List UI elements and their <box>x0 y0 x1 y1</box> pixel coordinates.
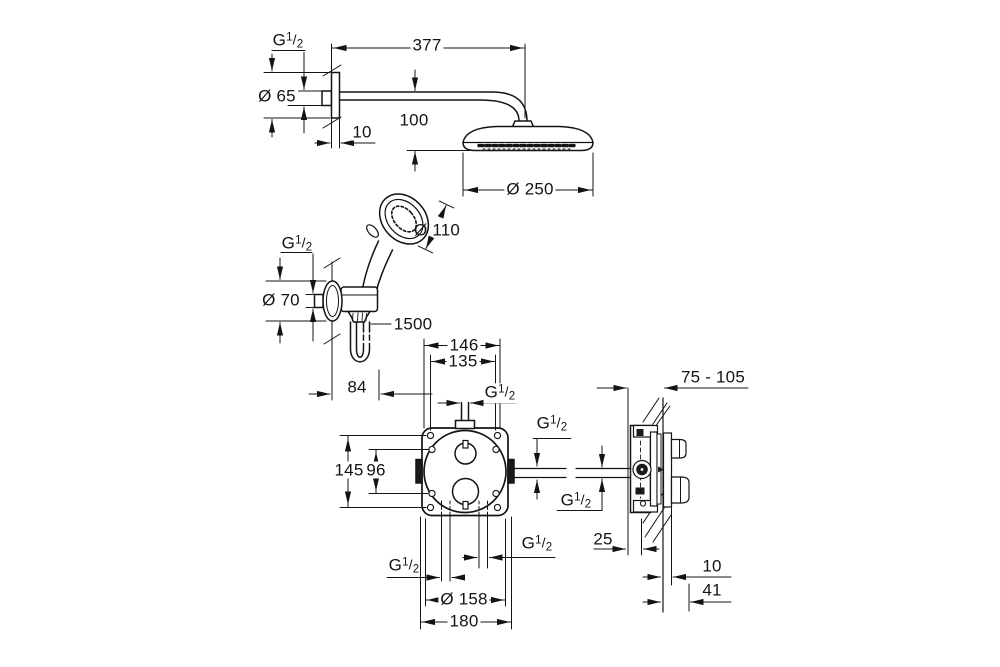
mixer-front-view-drawing <box>415 401 567 517</box>
dim-hose-length-label: 1500 <box>393 314 433 334</box>
mixer-side-view-drawing <box>575 397 690 613</box>
dim-screw-spacing-horizontal-label: 135 <box>446 351 480 371</box>
hand-shower-dimensions <box>265 200 455 401</box>
dim-bottom-right-thread-label: G1/2 <box>521 533 553 554</box>
dim-side-outlet-thread-label: G1/2 <box>536 413 568 434</box>
dim-height-label: 145 <box>332 460 366 480</box>
dim-holder-flange-diameter-label: Ø 70 <box>260 290 302 310</box>
dim-arm-thread-label: G1/2 <box>272 30 304 51</box>
dim-plate-offset-label: 10 <box>702 556 722 576</box>
dim-installation-depth-label: 75 - 105 <box>681 367 745 387</box>
dim-rosette-diameter-label: Ø 158 <box>438 589 490 609</box>
hand-shower-drawing <box>359 193 430 307</box>
dim-bottom-left-thread-label: G1/2 <box>388 555 420 576</box>
mixer-side-view-dimensions <box>556 384 749 612</box>
dim-plate-width-label: 180 <box>447 611 481 631</box>
dim-head-drop-label: 100 <box>397 110 431 130</box>
dim-head-diameter-label: Ø 250 <box>504 179 556 199</box>
dim-top-connection-thread-label: G1/2 <box>483 382 517 403</box>
head-shower-drawing <box>321 43 594 152</box>
dim-arm-length-label: 377 <box>410 35 444 55</box>
dim-flange-thickness-label: 10 <box>350 122 374 142</box>
dim-hand-thread-label: G1/2 <box>281 233 313 254</box>
hand-shower-holder-drawing <box>313 257 379 401</box>
dim-side-inlet-thread-label: G1/2 <box>560 490 592 511</box>
dim-hand-head-diameter-label: Ø 110 <box>413 220 461 240</box>
dim-box-depth-label: 25 <box>593 529 613 549</box>
mixer-front-view-dimensions <box>339 338 572 630</box>
dim-holder-offset-label: 84 <box>345 377 369 397</box>
dim-screw-spacing-vertical-label: 96 <box>364 460 388 480</box>
dim-arm-flange-diameter-label: Ø 65 <box>256 86 298 106</box>
dim-box-width-label: 146 <box>447 335 481 355</box>
dim-knob-projection-label: 41 <box>702 580 722 600</box>
